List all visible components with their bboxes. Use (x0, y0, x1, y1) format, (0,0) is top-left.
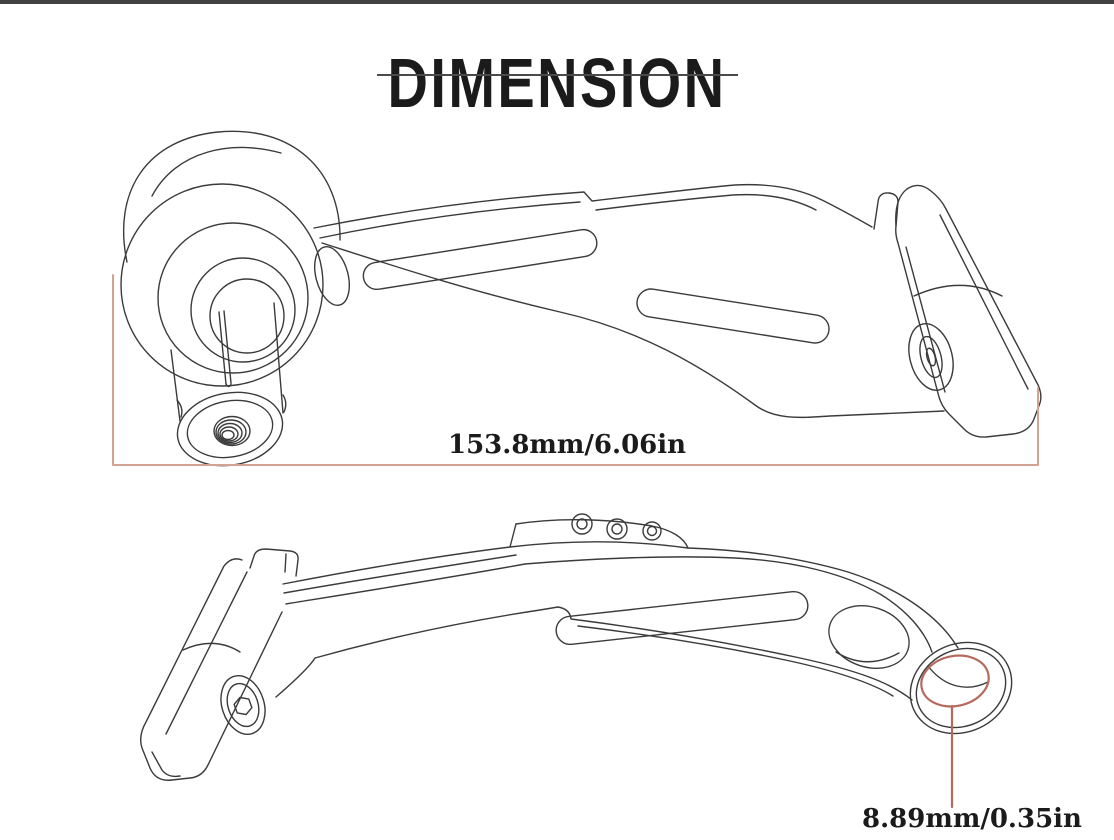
lever-blade-tip (873, 184, 1042, 438)
collet-and-thread (170, 302, 287, 467)
page-title: DIMENSION (387, 43, 727, 122)
arm-slot (555, 590, 809, 646)
plate-hole (606, 518, 628, 540)
top-view-drawing (112, 130, 1042, 467)
collet-slit (223, 310, 232, 384)
pivot-bolt (220, 675, 266, 735)
plate-hole (642, 521, 662, 541)
blade-outline (895, 184, 1042, 438)
top-accent-bar (0, 0, 1114, 4)
blade-tab (249, 548, 299, 577)
title-underline (377, 74, 738, 76)
bottom-view-drawing (139, 513, 1013, 809)
plate-hole (571, 513, 593, 535)
hex-socket (233, 696, 253, 716)
hole-inner-wall (927, 665, 989, 688)
lever-arm (313, 183, 945, 419)
hole-highlight (920, 654, 990, 809)
arm-slot-upper (362, 228, 598, 291)
bar-end-cylinder (120, 130, 341, 387)
mount-plate (509, 513, 689, 549)
arm-underside (275, 546, 959, 701)
length-dimension-line (112, 274, 1039, 466)
collet-slit (218, 311, 227, 385)
side-recess (828, 605, 910, 669)
hole-dimension-label: 8.89mm/0.35in (862, 804, 1082, 834)
adjuster-window (314, 246, 350, 306)
length-dimension-label: 153.8mm/6.06in (448, 430, 687, 460)
arm-slot-lower (636, 288, 830, 344)
highlight-ellipse (920, 654, 990, 708)
blade-underside (139, 548, 299, 781)
blade-outline (139, 558, 283, 781)
bar-end-hub (828, 605, 1013, 735)
blade-notch (873, 192, 899, 230)
